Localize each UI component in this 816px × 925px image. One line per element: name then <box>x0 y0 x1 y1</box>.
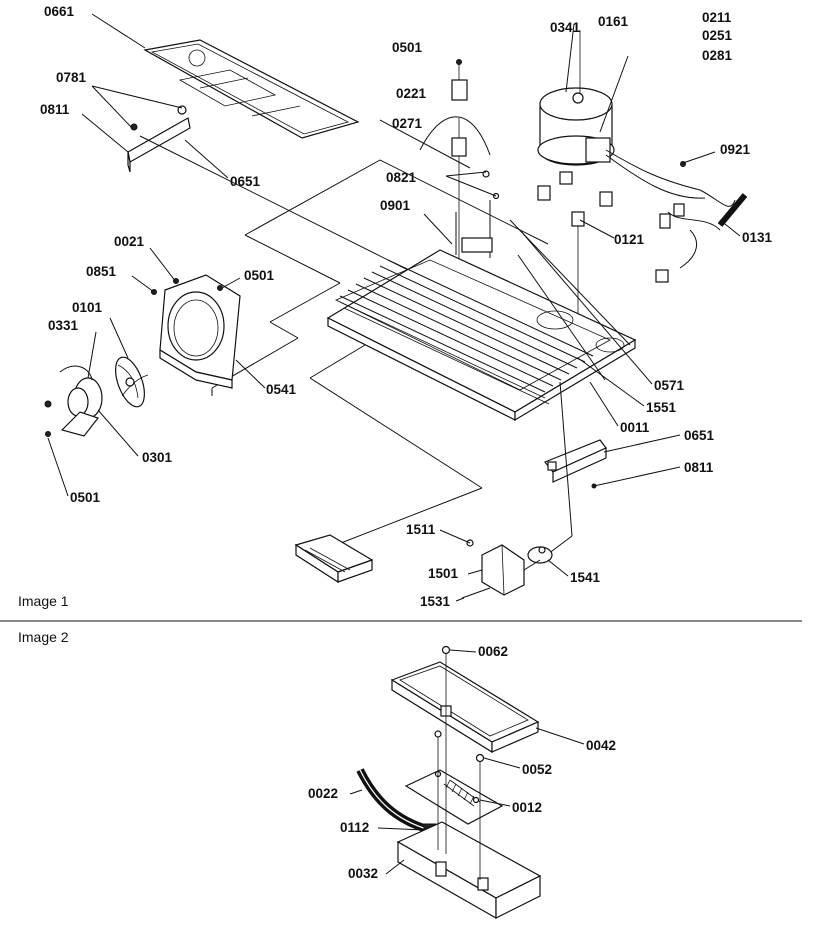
part-fan-blade <box>115 356 149 408</box>
part-control-cover <box>390 645 540 754</box>
panel-1: 0661 0781 0811 0651 0501 0221 0271 0341 … <box>18 4 773 609</box>
label-0501-c: 0501 <box>70 490 101 505</box>
label-1551: 1551 <box>646 400 677 415</box>
label-0012: 0012 <box>512 800 542 815</box>
label-0101: 0101 <box>72 300 103 315</box>
caption-image-2: Image 2 <box>18 629 69 645</box>
label-0501: 0501 <box>392 40 423 55</box>
label-0112: 0112 <box>340 820 369 835</box>
label-0022: 0022 <box>308 786 338 801</box>
label-0541: 0541 <box>266 382 297 397</box>
label-0501-b: 0501 <box>244 268 275 283</box>
label-0271: 0271 <box>392 116 423 131</box>
label-0571: 0571 <box>654 378 685 393</box>
label-0032: 0032 <box>348 866 378 881</box>
condenser-coil <box>339 259 594 405</box>
label-0011: 0011 <box>620 420 650 435</box>
label-0331: 0331 <box>48 318 79 333</box>
panel-2: Image 2 <box>18 629 616 920</box>
part-fan-shroud <box>151 274 241 389</box>
label-0301: 0301 <box>142 450 173 465</box>
label-0921: 0921 <box>720 142 751 157</box>
part-base-pan <box>326 170 637 422</box>
label-1501: 1501 <box>428 566 459 581</box>
label-1541: 1541 <box>570 570 601 585</box>
label-0811: 0811 <box>40 102 70 117</box>
caption-image-1: Image 1 <box>18 593 69 609</box>
label-0851: 0851 <box>86 264 117 279</box>
part-bracket-bottom <box>544 439 607 489</box>
label-1511: 1511 <box>406 522 436 537</box>
label-0781: 0781 <box>56 70 87 85</box>
label-0161: 0161 <box>598 14 629 29</box>
part-relay <box>451 59 468 101</box>
part-labels: 0661 0781 0811 0651 0501 0221 0271 0341 … <box>40 4 773 609</box>
part-control-housing <box>396 821 542 920</box>
part-cover-plate <box>143 39 360 139</box>
label-0062: 0062 <box>478 644 508 659</box>
part-electrical-box <box>294 534 374 584</box>
label-0121: 0121 <box>614 232 645 247</box>
part-overload <box>451 118 467 280</box>
label-0341: 0341 <box>550 20 581 35</box>
label-0131: 0131 <box>742 230 773 245</box>
label-0221: 0221 <box>396 86 427 101</box>
leader-lines-2 <box>349 649 585 875</box>
part-circuit-board <box>404 730 504 825</box>
label-0211: 0211 <box>702 10 732 25</box>
part-fan-motor <box>44 365 103 437</box>
label-0281: 0281 <box>702 48 733 63</box>
part-wiring-harness <box>605 149 749 283</box>
part-bracket-top <box>127 105 191 173</box>
label-1531: 1531 <box>420 594 451 609</box>
label-0052: 0052 <box>522 762 552 777</box>
label-0042: 0042 <box>586 738 616 753</box>
part-compressor <box>537 30 686 360</box>
part-labels-2: 0062 0042 0052 0022 0012 0112 0032 <box>308 644 616 881</box>
label-0651: 0651 <box>230 174 261 189</box>
part-drain-assembly <box>461 539 553 599</box>
label-0821: 0821 <box>386 170 417 185</box>
label-0651-b: 0651 <box>684 428 715 443</box>
label-0021: 0021 <box>114 234 145 249</box>
label-0251: 0251 <box>702 28 733 43</box>
leader-lines <box>47 13 741 602</box>
board-components <box>445 779 475 805</box>
label-0811-b: 0811 <box>684 460 714 475</box>
label-0901: 0901 <box>380 198 411 213</box>
label-0661: 0661 <box>44 4 75 19</box>
